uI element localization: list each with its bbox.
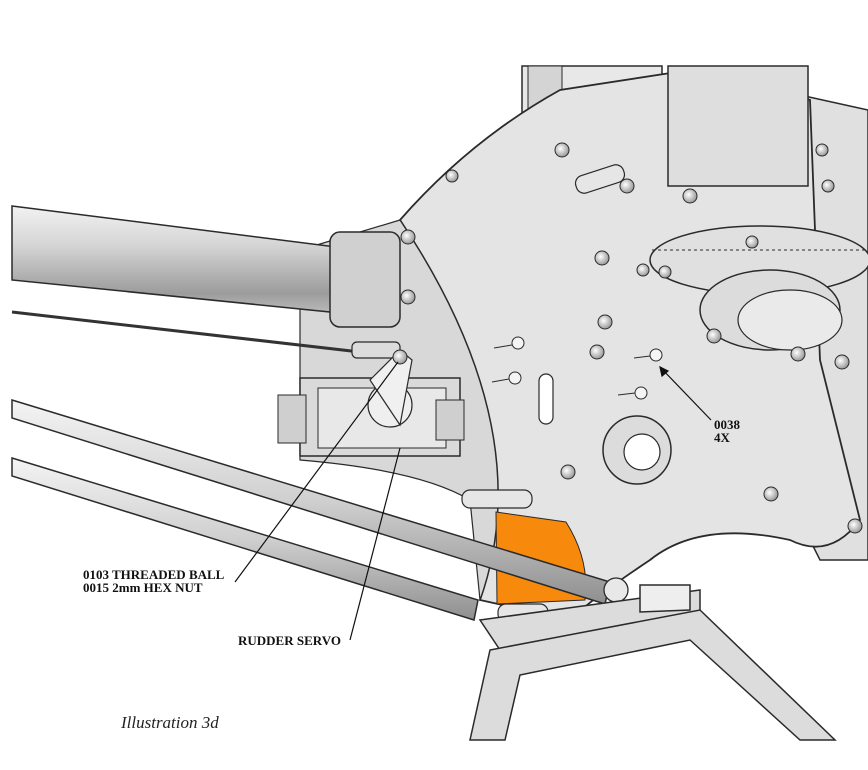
frame-slot (538, 373, 554, 425)
callout-screw-qty: 4X (714, 430, 730, 445)
callout-threaded-ball: 0103 THREADED BALL (83, 567, 225, 582)
rudder-servo (277, 349, 465, 457)
tail-boom (11, 205, 401, 328)
frame-ring-boss (602, 415, 672, 485)
threaded-ball (392, 349, 408, 365)
top-servo-block (667, 65, 809, 187)
callout-screw-part: 0038 (714, 417, 740, 432)
main-gear-assembly (649, 225, 868, 351)
figure-caption: Illustration 3d (121, 713, 219, 732)
leader-lines (234, 361, 712, 641)
callout-hex-nut: 0015 2mm HEX NUT (83, 580, 203, 595)
landing-skid (469, 584, 837, 741)
screws-0038 (491, 336, 663, 400)
callout-rudder-servo: RUDDER SERVO (238, 633, 341, 648)
